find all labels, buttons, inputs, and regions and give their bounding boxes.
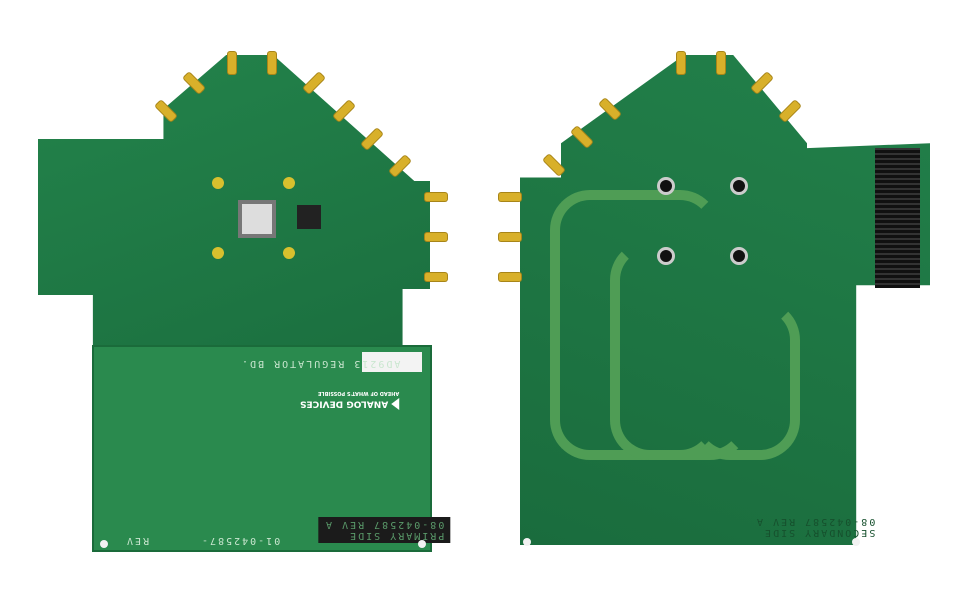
qr-label: [362, 352, 422, 372]
mount-hole: [100, 540, 108, 548]
mount-pad: [283, 177, 295, 189]
sma-connector: [677, 52, 685, 74]
mount-pad: [212, 177, 224, 189]
power-plane: [610, 240, 750, 460]
mount-pad: [212, 247, 224, 259]
part-number: 01-042587-: [200, 535, 281, 546]
sma-connector: [425, 273, 447, 281]
standoff: [523, 538, 531, 546]
power-plane: [690, 300, 800, 460]
mount-pad: [657, 177, 675, 195]
mount-pad: [657, 247, 675, 265]
adc-chip: [238, 200, 276, 238]
standoff: [852, 538, 860, 546]
sma-connector: [425, 233, 447, 241]
sma-connector: [499, 273, 521, 281]
fmc-connector: [875, 148, 920, 288]
sma-connector: [499, 233, 521, 241]
sma-connector: [779, 100, 801, 122]
left-pcb-primary-side: [38, 55, 430, 355]
regulator-label: AD9213 REGULATOR BD.: [240, 358, 401, 369]
mount-hole: [418, 540, 426, 548]
sma-connector: [303, 72, 325, 94]
sma-connector: [425, 193, 447, 201]
ic-chip: [297, 205, 321, 229]
mount-pad: [283, 247, 295, 259]
sma-connector: [228, 52, 236, 74]
rev-label: REV: [125, 535, 150, 546]
sma-connector: [268, 52, 276, 74]
sma-connector: [499, 193, 521, 201]
mount-pad: [730, 247, 748, 265]
sma-connector: [717, 52, 725, 74]
mount-pad: [730, 177, 748, 195]
